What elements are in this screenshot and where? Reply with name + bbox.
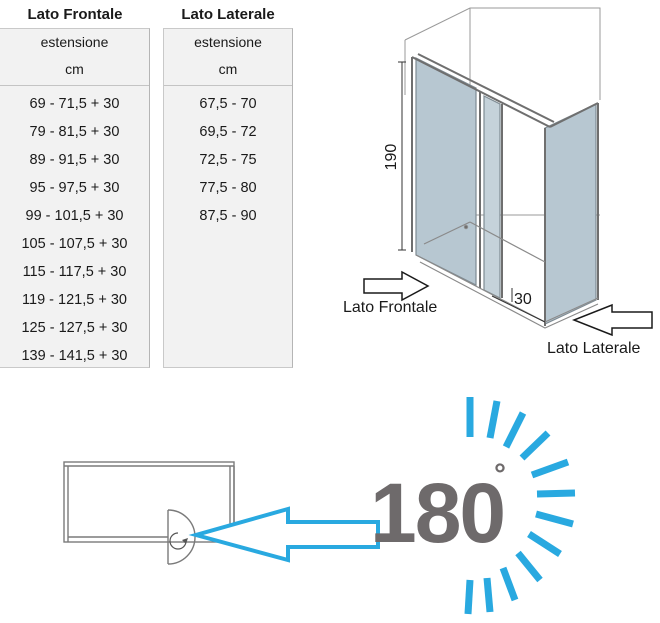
- table-row: 79 - 81,5 + 30: [29, 124, 120, 140]
- table-row: 95 - 97,5 + 30: [29, 180, 120, 196]
- table-row: 72,5 - 75: [199, 152, 257, 168]
- divider: [164, 85, 292, 86]
- table-row: 69,5 - 72: [199, 124, 257, 140]
- lateral-table-body: estensione cm 67,5 - 70 69,5 - 72 72,5 -…: [163, 28, 293, 368]
- table-row: 115 - 117,5 + 30: [22, 264, 127, 280]
- front-side-label: Lato Frontale: [343, 299, 438, 316]
- table-row: 105 - 107,5 + 30: [21, 236, 128, 252]
- table-row: 99 - 101,5 + 30: [25, 208, 124, 224]
- lateral-side-arrow: [571, 303, 653, 337]
- side-glass-panel: [544, 103, 597, 325]
- rotation-degree-symbol: °: [494, 458, 506, 491]
- rotation-rays: [464, 397, 576, 615]
- frontal-col-header-1: estensione: [40, 34, 109, 50]
- rotation-arrow: [188, 506, 380, 563]
- lateral-side-label: Lato Laterale: [547, 340, 641, 357]
- table-row: 125 - 127,5 + 30: [21, 320, 128, 336]
- table-row: 69 - 71,5 + 30: [29, 96, 120, 112]
- frame-profiles: [411, 53, 599, 326]
- height-dimension: [398, 61, 406, 251]
- table-row: 139 - 141,5 + 30: [21, 348, 128, 364]
- table-row: 87,5 - 90: [199, 208, 257, 224]
- lateral-col-header-1: estensione: [194, 34, 262, 50]
- rotation-degree-value: 180: [370, 466, 504, 560]
- table-row: 67,5 - 70: [199, 96, 257, 112]
- lateral-size-table: Lato Laterale estensione cm 67,5 - 70 69…: [163, 0, 293, 368]
- frontal-table-title: Lato Frontale: [27, 6, 123, 23]
- table-row: 119 - 121,5 + 30: [22, 292, 127, 308]
- front-glass-panel: [415, 57, 501, 299]
- frontal-col-header-2: cm: [65, 61, 84, 77]
- depth-dimension: [491, 288, 546, 323]
- lateral-table-title: Lato Laterale: [181, 6, 275, 23]
- table-row: 77,5 - 80: [199, 180, 257, 196]
- frontal-size-table: Lato Frontale estensione cm 69 - 71,5 + …: [0, 0, 150, 368]
- depth-dimension-label: 30: [514, 291, 532, 308]
- lateral-col-header-2: cm: [218, 61, 238, 77]
- height-dimension-label: 190: [383, 144, 400, 171]
- plan-view: [63, 461, 235, 565]
- frontal-table-body: estensione cm 69 - 71,5 + 30 79 - 81,5 +…: [0, 28, 150, 368]
- divider: [0, 85, 149, 86]
- front-side-arrow: [363, 270, 430, 302]
- table-row: 89 - 91,5 + 30: [29, 152, 120, 168]
